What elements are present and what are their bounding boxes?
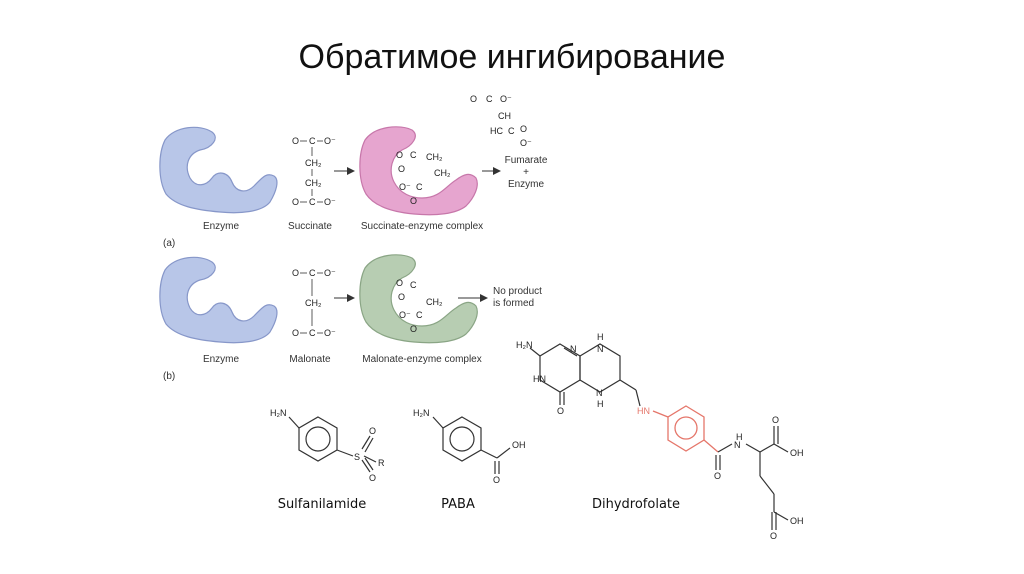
fum-ominus-top: O⁻ [500,94,512,104]
succinate-ch2-1: CH₂ [305,158,322,168]
succinate-o-top: O [292,136,299,146]
slide-title: Обратимое ингибирование [298,38,726,76]
enzyme-shape-a [159,126,278,214]
panel-a-tag: (a) [163,238,175,249]
malonate-complex-shape [359,254,478,344]
succinate-c-top: C [309,136,316,146]
malonate-bound: O C O CH₂ O⁻ C O [396,278,443,334]
fumarate-label: Fumarate [505,155,548,166]
succinate-ominus-top: O⁻ [324,136,336,146]
dhf-n-bottom: N [596,388,603,398]
succinate-ominus-bottom: O⁻ [324,197,336,207]
enzyme-label-b: Enzyme [203,354,240,365]
bound-o-4: O [410,196,417,206]
fum-ominus-bottom: O⁻ [520,138,532,148]
fum-o-top: O [470,94,477,104]
malonate-label: Malonate [289,354,331,365]
paba-oh: OH [512,440,526,450]
sulfanilamide-label: Sulfanilamide [278,497,367,512]
dhf-h2n: H₂N [516,340,533,350]
mb-o-3: O⁻ [399,310,411,320]
bound-o-3: O⁻ [399,182,411,192]
succinate-ch2-2: CH₂ [305,178,322,188]
mal-ch2: CH₂ [305,298,322,308]
succinate-o-bottom: O [292,197,299,207]
dhf-acid2-oh: OH [790,516,804,526]
dhf-acid1-o: O [772,415,779,425]
fum-c-bottom: C [508,126,515,136]
succinate-complex-label: Succinate-enzyme complex [361,221,483,232]
fum-o-bottom: O [520,124,527,134]
mal-o-top: O [292,268,299,278]
bound-o-2: O [398,164,405,174]
succinate-complex-shape [359,126,478,216]
malonate-complex-label: Malonate-enzyme complex [362,354,482,365]
dhf-amide-h: H [736,432,743,442]
mal-c-bottom: C [309,328,316,338]
dhf-h-bottom: H [597,399,604,409]
fum-hc: HC [490,126,503,136]
mal-ominus-bottom: O⁻ [324,328,336,338]
dhf-n-top: N [597,344,604,354]
dhf-acid2-o: O [770,531,777,541]
dihydrofolate-structure [529,343,641,407]
dhf-acid1-oh: OH [790,448,804,458]
pabc-highlight [652,405,719,453]
sulf-r: R [378,458,385,468]
sulf-h2n: H₂N [270,408,287,418]
dhf-h-top: H [597,332,604,342]
dihydrofolate-label: Dihydrofolate [592,497,680,512]
fum-ch: CH [498,111,511,121]
paba-label: PABA [441,497,475,512]
paba-structure [432,416,511,474]
glutamate-chain [715,426,789,530]
bound-c-1: C [410,150,417,160]
succinate-molecule: O C O⁻ CH₂ CH₂ O C O⁻ [292,136,336,207]
panel-a: Enzyme O C O⁻ CH₂ CH₂ O C O⁻ Succinate O… [159,94,548,249]
paba-o: O [493,475,500,485]
malonate-molecule: O C O⁻ CH₂ O C O⁻ [292,268,336,338]
panel-b-tag: (b) [163,371,175,382]
dhf-hn-link: HN [637,406,650,416]
enzyme-shape-b [159,256,278,344]
mb-o-2: O [398,292,405,302]
no-product-line1: No product [493,286,542,297]
bound-ch2-2: CH₂ [434,168,451,178]
paba-h2n: H₂N [413,408,430,418]
panel-b: Enzyme O C O⁻ CH₂ O C O⁻ Malonate O C O … [159,254,542,382]
dhf-o: O [557,406,564,416]
fumarate-molecule: O C O⁻ CH HC C O O⁻ [470,94,532,148]
fumarate-enzyme: Enzyme [508,179,545,190]
mb-o-4: O [410,324,417,334]
bound-o-1: O [396,150,403,160]
mal-o-bottom: O [292,328,299,338]
mb-c-2: C [416,310,423,320]
dhf-hn: HN [533,374,546,384]
sulfanilamide-structure [288,416,377,473]
sulf-o-bottom: O [369,473,376,483]
fumarate-plus: + [523,167,529,178]
mal-c-top: C [309,268,316,278]
no-product-line2: is formed [493,298,534,309]
succinate-label: Succinate [288,221,332,232]
dhf-amide-n: N [734,440,741,450]
sulf-o-top: O [369,426,376,436]
mb-ch2: CH₂ [426,297,443,307]
fum-c-top: C [486,94,493,104]
dhf-n1: N [570,344,577,354]
enzyme-label-a: Enzyme [203,221,240,232]
mb-c-1: C [410,280,417,290]
mal-ominus-top: O⁻ [324,268,336,278]
bound-ch2-1: CH₂ [426,152,443,162]
mb-o-1: O [396,278,403,288]
succinate-c-bottom: C [309,197,316,207]
dhf-amide-o: O [714,471,721,481]
succinate-bound: O C O CH₂ CH₂ O⁻ C O [396,150,451,206]
bound-c-2: C [416,182,423,192]
sulf-s: S [354,452,360,462]
